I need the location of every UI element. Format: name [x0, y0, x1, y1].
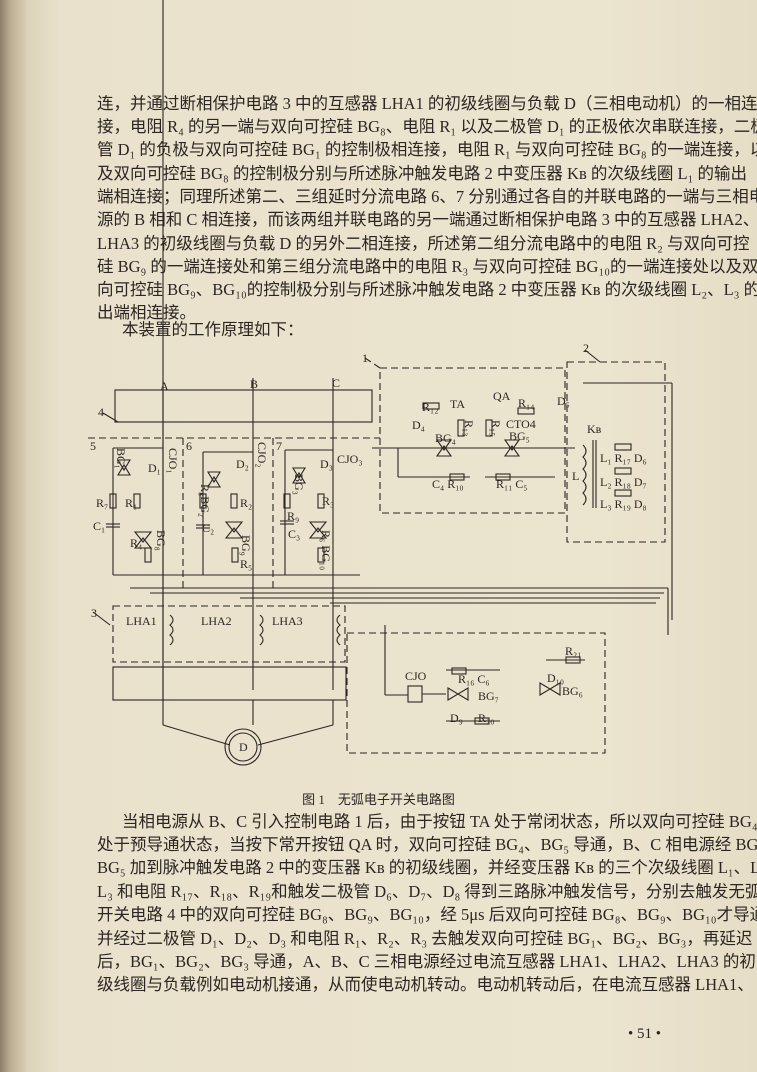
motor-circle — [224, 728, 262, 766]
label-l3-r19-d8: L₃ R₁₉ D₈ — [600, 497, 647, 511]
label-r5: R₅ — [240, 557, 253, 571]
label-r2: R₂ — [240, 496, 253, 510]
label-cto4: CTO4 — [506, 417, 536, 431]
label-d4: D₄ — [412, 418, 425, 432]
label-r15: R₁₅ — [489, 420, 503, 437]
pulse-trigger-2 — [566, 361, 666, 543]
label-r13: R₁₃ — [462, 420, 476, 437]
text-line: 源的 B 相和 C 相连接，而该两组并联电路的另一端通过断相保护电路 3 中的互… — [97, 210, 757, 229]
label-d3: D₃ — [320, 457, 333, 471]
text-line: L₃ 和电阻 R₁₇、R₁₈、R₁₉和触发二极管 D₆、D₇、D₈ 得到三路脉冲… — [97, 882, 757, 901]
label-r16-c6: R₁₆ C₆ — [458, 672, 490, 686]
label-bg7: BG₇ — [478, 689, 499, 703]
label-d2: D₂ — [236, 457, 249, 471]
label-cjo: CJO — [405, 669, 427, 683]
label-bg5: BG₅ — [509, 429, 530, 443]
label-lha3: LHA3 — [272, 614, 303, 628]
label-bg1: BG₁ — [114, 448, 128, 469]
text-line: 并经过二极管 D₁、D₂、D₃ 和电阻 R₁、R₂、R₃ 去触发双向可控硅 BG… — [97, 929, 757, 948]
label-r21: R₂₁ — [565, 644, 582, 658]
label-r6-bg10: R₆ BG₁₀ — [319, 530, 333, 571]
label-d1: D₁ — [148, 461, 161, 475]
label-bg3: BG₃ — [292, 474, 306, 495]
phase-protect-3 — [112, 605, 346, 663]
label-c1: C₁ — [93, 519, 106, 533]
label-bg6: BG₆ — [562, 684, 583, 698]
label-6: 6 — [186, 439, 192, 453]
label-r7: R₇ — [96, 496, 109, 510]
label-r8-bg2: R₈BG₂ — [198, 484, 212, 518]
label-3: 3 — [91, 606, 97, 620]
control-circuit-1 — [379, 367, 566, 514]
text-line: 连，并通过断相保护电路 3 中的互感器 LHA1 的初级线圈与负载 D（三相电动… — [97, 94, 757, 113]
label-d5: D₅ — [557, 394, 570, 408]
text-line: LHA3 的初级线圈与负载 D 的另外二相连接，所述第二组分流电路中的电阻 R₂… — [97, 234, 750, 253]
label-l: L — [572, 469, 580, 483]
label-r20: R₂₀ — [478, 711, 495, 725]
text-line: 当相电源从 B、C 引入控制电路 1 后，由于按钮 TA 处于常闭状态，所以双向… — [122, 812, 757, 831]
label-bg4: BG₄ — [435, 431, 456, 445]
label-cjo2: CJO₂ — [255, 442, 269, 468]
label-bg8: BG₈ — [154, 530, 168, 551]
label-cjo3: CJO₃ — [337, 452, 363, 466]
text-line: 向可控硅 BG₉、BG₁₀的控制极分别与所述脉冲触发电路 2 中变压器 Kʙ 的… — [97, 280, 757, 299]
intro-line: 本装置的工作原理如下： — [122, 320, 304, 339]
label-c2: C₂ — [202, 521, 215, 535]
label-7: 7 — [276, 439, 282, 453]
label-phase-c: C — [332, 376, 341, 390]
label-4: 4 — [98, 405, 104, 419]
label-c3: C₃ — [288, 527, 301, 541]
switch-box-4 — [114, 389, 373, 423]
label-l1-r17-d6: L₁ R₁₇ D₆ — [600, 451, 647, 465]
text-line: BG₅ 加到脉冲触发电路 2 中的变压器 Kʙ 的初级线圈，并经变压器 Kʙ 的… — [97, 858, 757, 877]
label-r11-c5: R₁₁ C₅ — [496, 477, 528, 491]
text-line: 接，电阻 R₄ 的另一端与双向可控硅 BG₈、电阻 R₁ 以及二极管 D₁ 的正… — [97, 117, 757, 136]
label-motor-d: D — [239, 740, 248, 754]
label-l2-r18-d7: L₂ R₁₈ D₇ — [600, 475, 647, 489]
label-phase-a: A — [160, 379, 169, 393]
label-r1: R₁ — [125, 496, 138, 510]
label-2: 2 — [583, 341, 589, 355]
text-line: 管 D₁ 的负极与双向可控硅 BG₁ 的控制极相连接，电阻 R₁ 与双向可控硅 … — [97, 140, 757, 159]
label-d10: D₁₀ — [547, 671, 565, 685]
text-line: 后，BG₁、BG₂、BG₃ 导通，A、B、C 三相电源经过电流互感器 LHA1、… — [97, 952, 756, 971]
label-cjo1: CJO₁ — [166, 448, 180, 474]
label-r14: R₁₄ — [518, 396, 535, 410]
label-r4: R₄ — [130, 536, 143, 550]
label-d9: D₉ — [450, 711, 463, 725]
page-number: • 51 • — [628, 1026, 662, 1042]
label-r12: R₁₂ — [422, 400, 439, 414]
label-r9: R₉ — [287, 509, 300, 523]
label-bg9: BG₉ — [239, 535, 253, 556]
label-5: 5 — [90, 439, 96, 453]
label-lha2: LHA2 — [201, 614, 232, 628]
label-qa: QA — [493, 389, 511, 403]
label-lha1: LHA1 — [126, 614, 157, 628]
label-c4-r10: C₄ R₁₀ — [432, 477, 464, 491]
figure-caption: 图 1 无弧电子开关电路图 — [302, 792, 455, 807]
text-line: 出端相连接。 — [97, 303, 196, 322]
text-line: 硅 BG₉ 的一端连接处和第三组分流电路中的电阻 R₃ 与双向可控硅 BG₁₀的… — [97, 257, 757, 276]
relay-cjo — [407, 685, 423, 703]
label-kb: Kʙ — [587, 422, 602, 436]
text-line: 及双向可控硅 BG₈ 的控制极分别与所述脉冲触发电路 2 中变压器 Kʙ 的次级… — [97, 164, 747, 183]
text-line: 开关电路 4 中的双向可控硅 BG₈、BG₉、BG₁₀，经 5μs 后双向可控硅… — [97, 905, 757, 924]
label-phase-b: B — [250, 377, 259, 391]
text-line: 级线圈与负载例如电动机接通，从而使电动机转动。电动机转动后，在电流互感器 LHA… — [97, 975, 754, 994]
label-r3: R₃ — [322, 494, 335, 508]
label-ta: TA — [450, 397, 466, 411]
text-line: 处于预导通状态，当按下常开按钮 QA 时，双向可控硅 BG₄、BG₅ 导通，B、… — [97, 835, 757, 854]
text-line: 端相连接；同理所述第二、三组延时分流电路 6、7 分别通过各自的并联电路的一端与… — [97, 187, 757, 206]
label-1: 1 — [362, 351, 368, 365]
